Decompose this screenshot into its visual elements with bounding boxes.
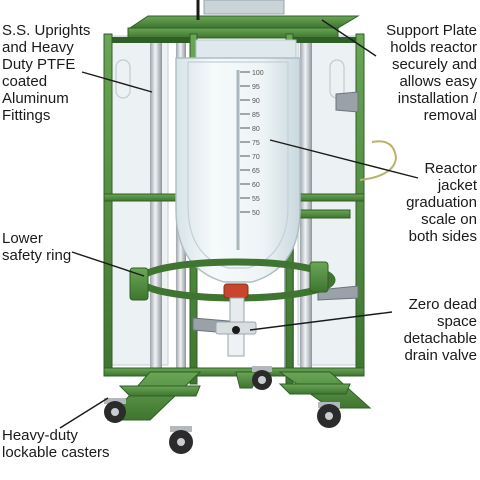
scale-label: 60 [252,182,260,189]
caster-front-left [104,398,126,423]
scale-label: 90 [252,98,260,105]
caster-front-center [169,426,193,454]
scale-label: 100 [252,70,264,77]
leader-drain-valve [249,311,393,331]
scale-label: 65 [252,168,260,175]
callout-graduation-scale: Reactor jacket graduation scale on both … [406,160,477,245]
graduation-scale: 100 95 90 85 80 75 70 65 60 55 50 [240,70,264,217]
scale-label: 75 [252,140,260,147]
scale-label: 85 [252,112,260,119]
callout-drain-valve: Zero dead space detachable drain valve [403,296,477,364]
drain-valve [215,283,257,357]
callout-casters: Heavy-duty lockable casters [2,427,110,461]
scale-label: 95 [252,84,260,91]
leader-support-plate [321,19,377,57]
scale-label: 70 [252,154,260,161]
callout-uprights: S.S. Uprights and Heavy Duty PTFE coated… [2,22,91,124]
glass-reactor-vessel [175,0,301,283]
leader-casters [59,397,109,429]
scale-label: 50 [252,210,260,217]
caster-front-right [317,402,341,428]
leader-graduation [269,139,419,179]
leader-safety-ring [71,251,145,277]
jacket-hose [359,140,398,181]
scale-label: 55 [252,196,260,203]
lockable-casters [104,366,341,454]
leader-uprights [81,71,153,93]
scale-label: 80 [252,126,260,133]
callout-support-plate: Support Plate holds reactor securely and… [386,22,477,124]
callout-lower-safety-ring: Lower safety ring [2,230,72,264]
callout-leaders [59,19,419,429]
caster-rear-center [252,366,272,390]
